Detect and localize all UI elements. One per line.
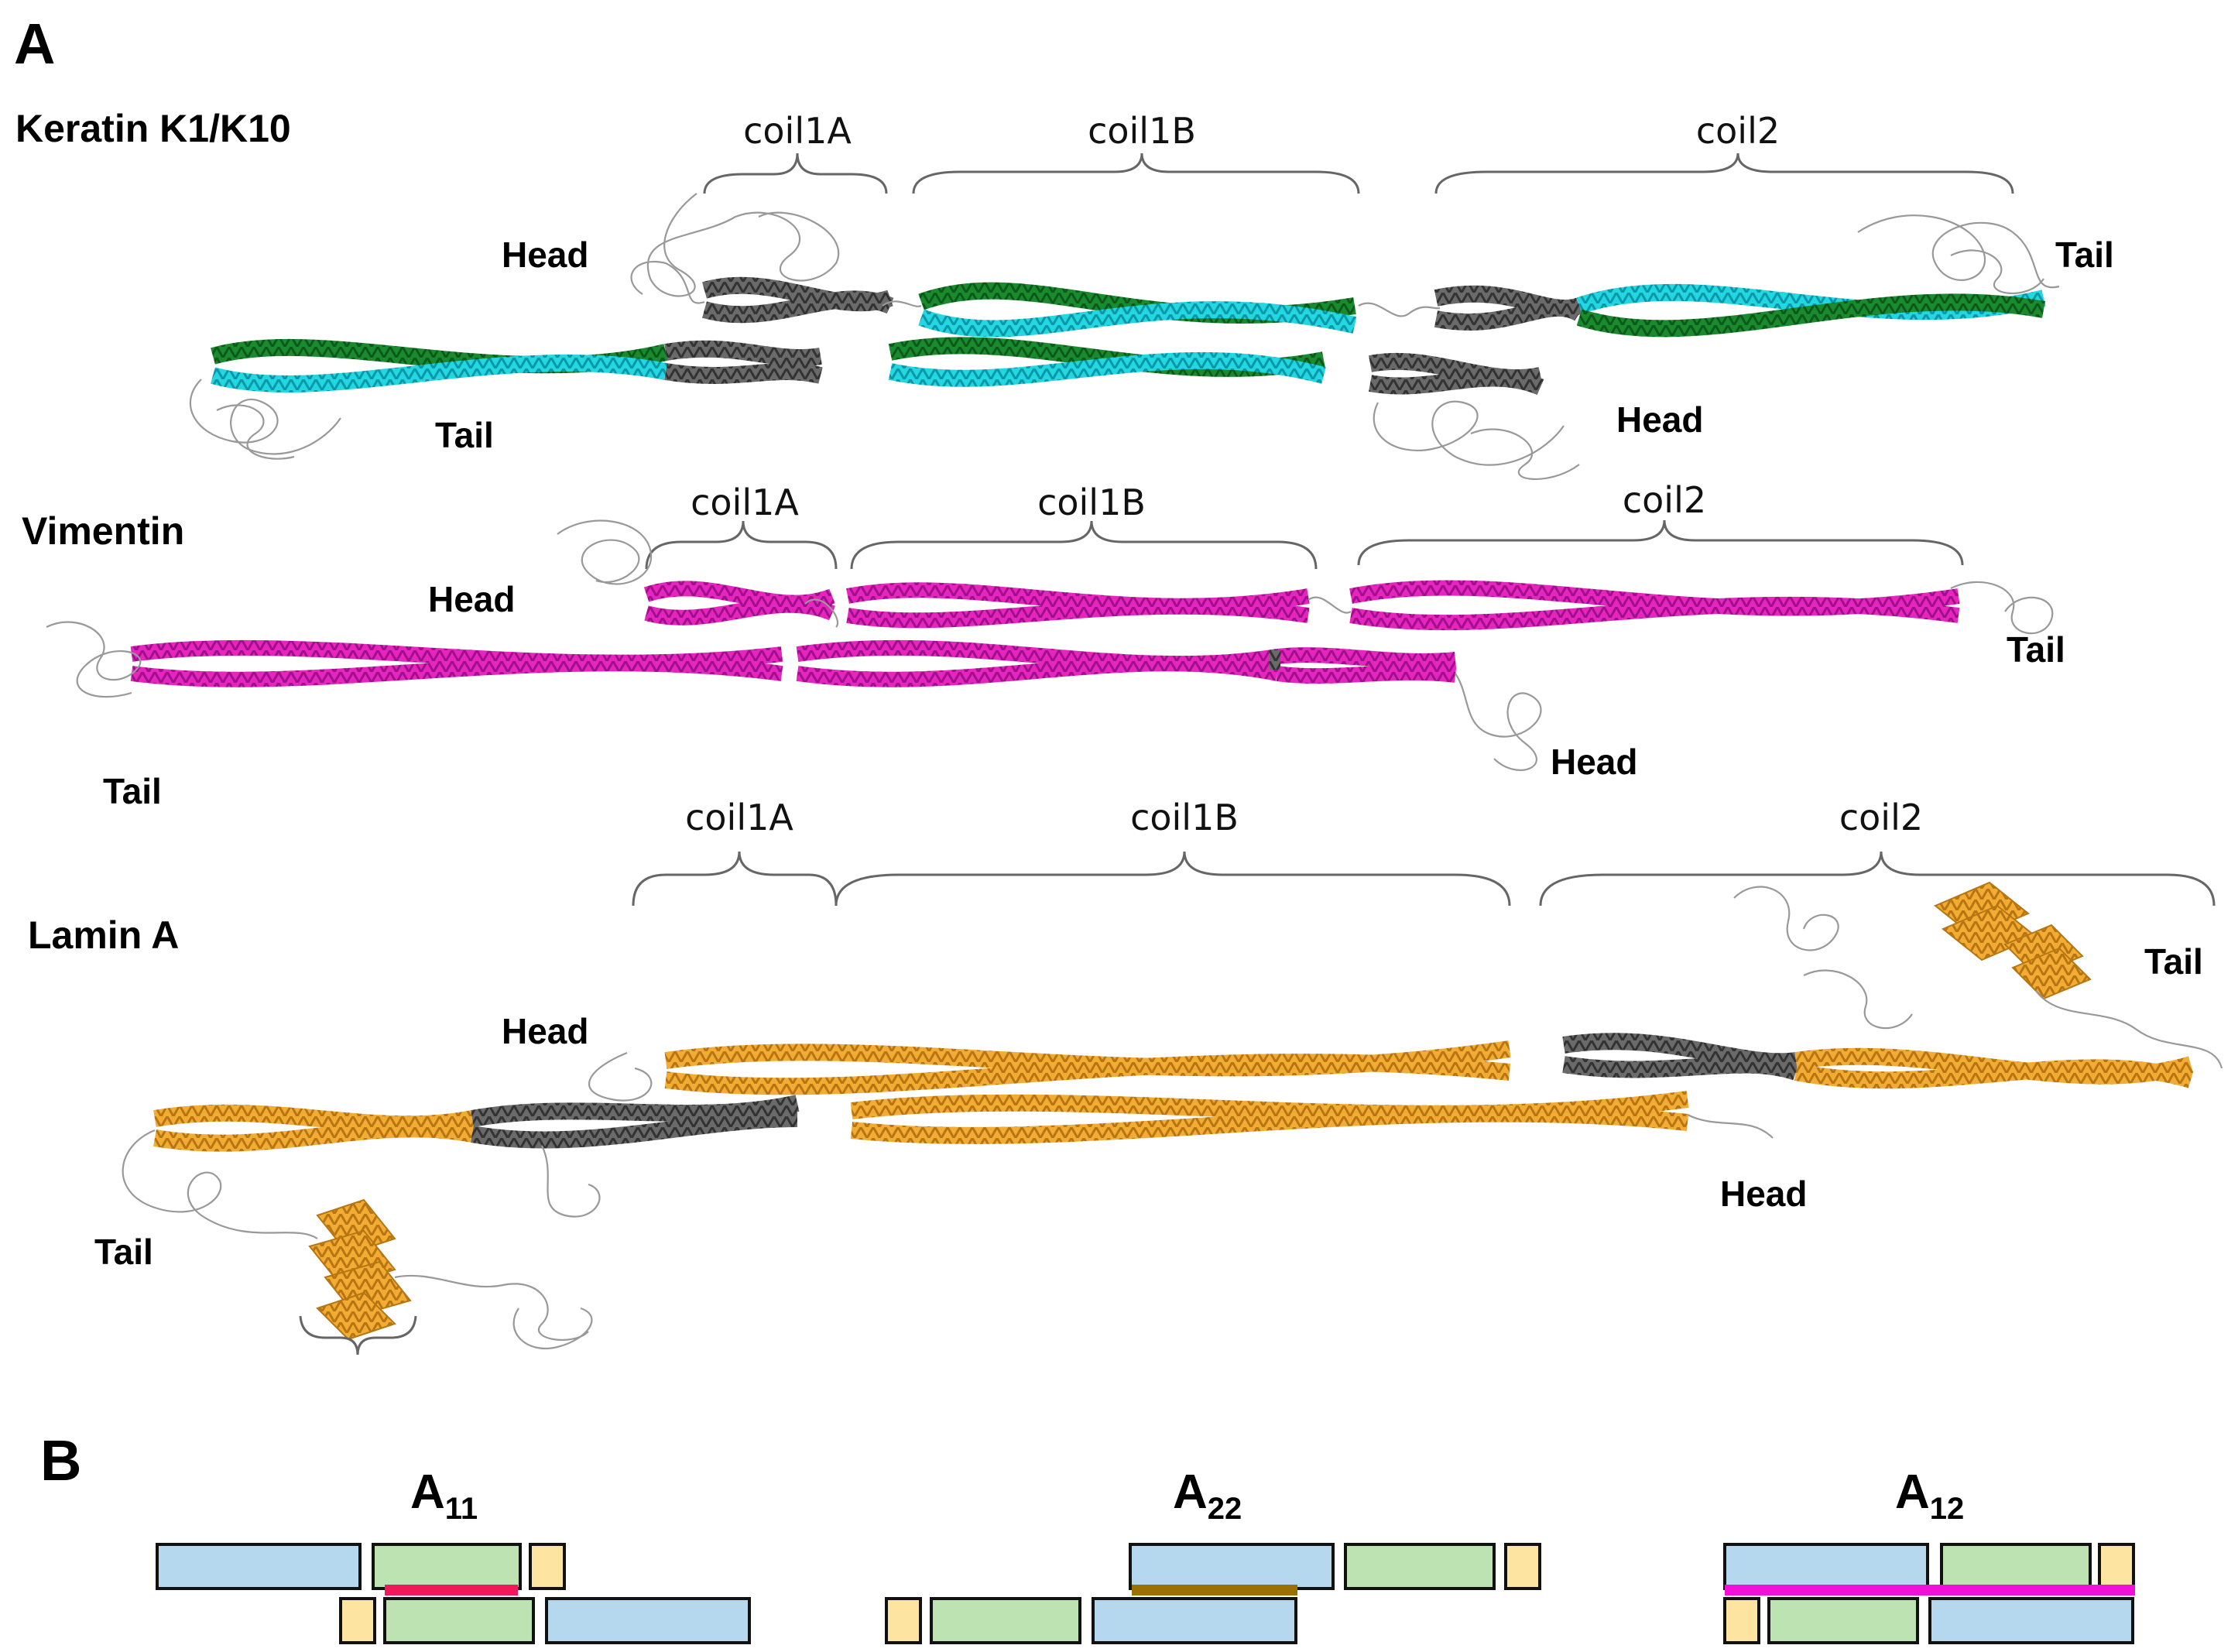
tail-segment xyxy=(1723,1597,1760,1644)
dimer-a22: A22 xyxy=(885,1465,1541,1644)
coil1-segment xyxy=(1129,1543,1335,1590)
protein-name-vimentin: Vimentin xyxy=(22,509,184,553)
dimer-label: A11 xyxy=(410,1465,478,1526)
brace-coil1a xyxy=(645,520,838,570)
vimentin-section: Vimentin coil1A coil1B coil2 xyxy=(22,479,2065,811)
panel-a-letter: A xyxy=(14,12,55,76)
tail-segment xyxy=(885,1597,922,1644)
coil2-segment xyxy=(1940,1543,2092,1590)
coil2-segment xyxy=(930,1597,1081,1644)
brace-coil2 xyxy=(1539,851,2216,907)
region-label-tail: Tail xyxy=(94,1232,153,1272)
coil-label: coil1B xyxy=(1088,110,1196,152)
keratin-lower-rod xyxy=(211,337,1544,396)
keratin-upper-rod xyxy=(702,276,2046,338)
coil-label: coil2 xyxy=(1696,110,1780,152)
region-label-tail: Tail xyxy=(103,771,162,811)
coil-label: coil1B xyxy=(1130,797,1239,838)
coil1-segment xyxy=(1928,1597,2134,1644)
region-label-head: Head xyxy=(1720,1174,1807,1214)
region-label-head: Head xyxy=(1551,742,1637,782)
lamin-ig-domain-tail xyxy=(1934,881,2092,1000)
protein-name-keratin: Keratin K1/K10 xyxy=(15,107,291,150)
vimentin-lower-rod xyxy=(130,639,1457,687)
tail-segment xyxy=(1504,1543,1541,1590)
keratin-disordered-loops xyxy=(189,193,2060,481)
lamin-upper-rod xyxy=(664,1033,2194,1095)
brace-coil1a xyxy=(703,153,888,194)
region-label-tail: Tail xyxy=(2055,235,2114,275)
region-label-tail: Tail xyxy=(2007,629,2065,670)
lamin-section: Lamin A coil1A coil1B coil2 xyxy=(28,797,2223,1356)
overlap-bar xyxy=(385,1585,518,1595)
panel-b-letter: B xyxy=(40,1428,81,1493)
region-label-head: Head xyxy=(428,579,515,619)
lamin-ig-domain-left xyxy=(308,1198,412,1341)
coil2-segment xyxy=(383,1597,535,1644)
dimer-a11: A11 xyxy=(156,1465,751,1644)
vimentin-disordered-loops xyxy=(46,519,2054,771)
dimer-a12: A12 xyxy=(1723,1465,2135,1644)
region-label-tail: Tail xyxy=(435,415,494,455)
region-label-head: Head xyxy=(1616,399,1703,440)
coil-label: coil2 xyxy=(1623,479,1706,521)
overlap-bar xyxy=(1132,1585,1297,1595)
tail-segment xyxy=(529,1543,566,1590)
coil2-segment xyxy=(1344,1543,1496,1590)
coil1-segment xyxy=(545,1597,751,1644)
dimer-label: A22 xyxy=(1173,1465,1242,1526)
coil2-segment xyxy=(372,1543,522,1590)
brace-coil1b xyxy=(850,520,1318,570)
tail-segment xyxy=(339,1597,376,1644)
brace-ig-domain xyxy=(299,1315,417,1356)
region-label-tail: Tail xyxy=(2144,941,2203,982)
overlap-bar xyxy=(1725,1585,2135,1595)
tail-segment xyxy=(2098,1543,2135,1590)
lamin-disordered-loops xyxy=(122,886,2223,1349)
lamin-lower-rod xyxy=(153,1091,1689,1152)
brace-coil1a xyxy=(632,851,838,907)
coil1-segment xyxy=(156,1543,362,1590)
coil-label: coil1A xyxy=(685,797,793,838)
brace-coil2 xyxy=(1434,153,2014,194)
coil-label: coil2 xyxy=(1839,797,1923,838)
brace-coil2 xyxy=(1357,519,1964,566)
coil2-segment xyxy=(1767,1597,1919,1644)
keratin-section: Keratin K1/K10 coil1A coil1B coil2 xyxy=(15,107,2114,481)
coil1-segment xyxy=(1092,1597,1297,1644)
coil1-segment xyxy=(1723,1543,1929,1590)
vimentin-upper-rod xyxy=(643,580,1960,631)
dimer-label: A12 xyxy=(1895,1465,1964,1526)
coil-label: coil1B xyxy=(1037,482,1146,523)
coil-label: coil1A xyxy=(743,110,852,152)
brace-coil1b xyxy=(912,153,1360,194)
region-label-head: Head xyxy=(502,1011,588,1051)
brace-coil1b xyxy=(835,851,1511,907)
coil-label: coil1A xyxy=(691,482,799,523)
region-label-head: Head xyxy=(502,235,588,275)
protein-name-lamin: Lamin A xyxy=(28,913,179,957)
